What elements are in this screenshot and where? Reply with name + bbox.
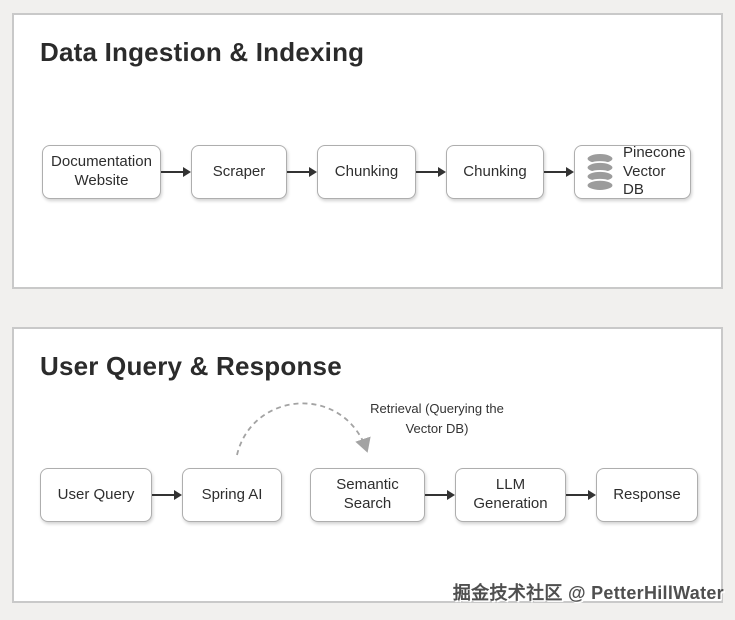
flow-arrow	[544, 145, 574, 199]
panel-user-query-response: User Query & Response Retrieval (Queryin…	[12, 327, 723, 603]
flow-arrow	[566, 468, 596, 522]
flow-arrow	[152, 468, 182, 522]
node-label: Pinecone Vector DB	[623, 143, 686, 199]
node-label: Response	[613, 485, 681, 503]
node-label: LLM Generation	[473, 476, 548, 512]
dashed-curve-arrow	[236, 402, 371, 456]
node-semantic-search: Semantic Search	[310, 468, 425, 522]
node-response: Response	[596, 468, 698, 522]
node-chunking-2: Chunking	[446, 145, 544, 199]
node-scraper: Scraper	[191, 145, 287, 199]
node-label: Documentation Website	[51, 153, 152, 189]
watermark: 掘金技术社区 @ PetterHillWater	[452, 583, 724, 603]
node-spring-ai: Spring AI	[182, 468, 282, 522]
node-user-query: User Query	[40, 468, 152, 522]
node-label: Spring AI	[201, 485, 263, 503]
flow-arrow	[161, 145, 191, 199]
flow-row: Documentation Website Scraper Chunking C…	[42, 143, 691, 199]
database-icon	[585, 152, 615, 192]
flow-gap	[282, 468, 310, 522]
panel-title: User Query & Response	[40, 351, 342, 381]
node-documentation-website: Documentation Website	[42, 145, 161, 199]
flow-row: User Query Spring AI Semantic Search LLM…	[40, 468, 698, 522]
node-label: Chunking	[463, 162, 527, 180]
node-label: Semantic Search	[336, 476, 399, 512]
panel-title: Data Ingestion & Indexing	[40, 37, 365, 67]
node-label: Chunking	[334, 162, 399, 180]
node-llm-generation: LLM Generation	[455, 468, 566, 522]
node-label: Scraper	[212, 162, 266, 180]
node-label: User Query	[57, 485, 135, 503]
node-chunking-1: Chunking	[317, 145, 416, 199]
flow-arrow	[287, 145, 317, 199]
flow-arrow	[416, 145, 446, 199]
panel-data-ingestion: Data Ingestion & Indexing Documentation …	[12, 13, 723, 289]
retrieval-annotation: Retrieval (Querying the Vector DB)	[370, 401, 504, 437]
node-pinecone-vector-db: Pinecone Vector DB	[574, 143, 691, 199]
flow-arrow	[425, 468, 455, 522]
